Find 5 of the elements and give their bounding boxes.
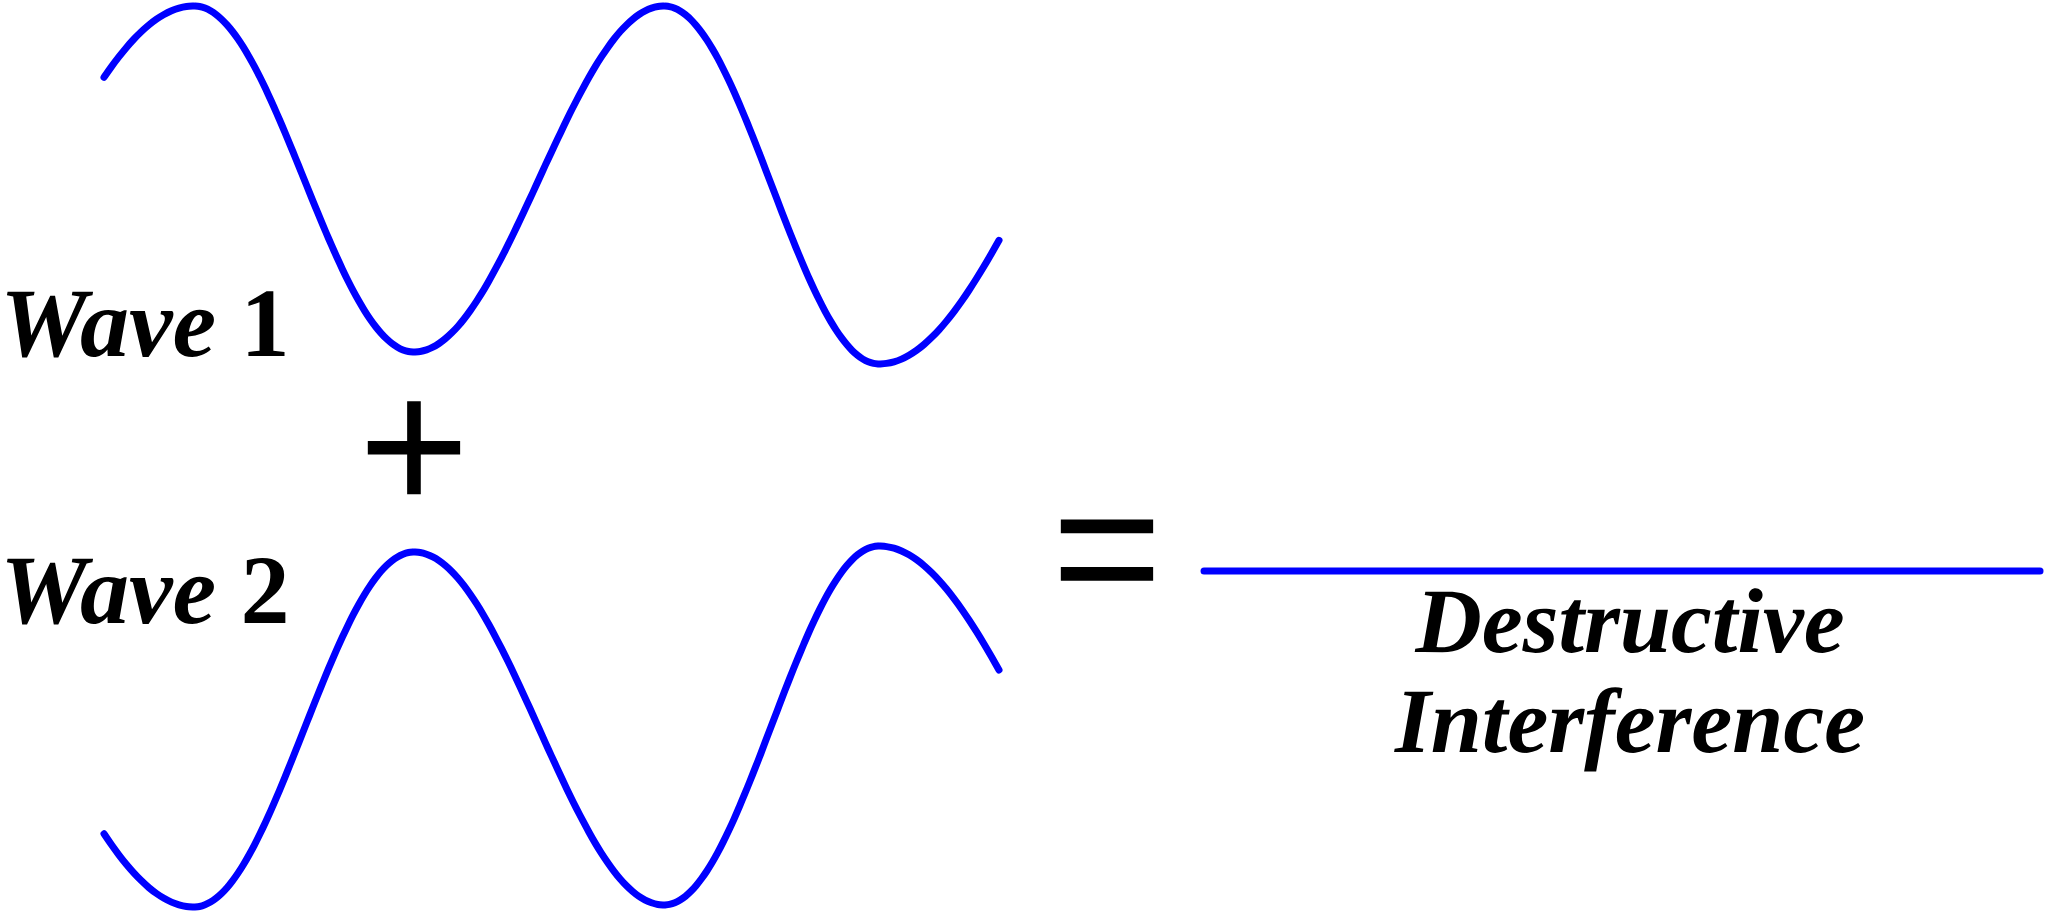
plus-sign: + [367, 401, 461, 495]
wave-label: Wave 1 [6, 291, 285, 358]
wave-label: Wave 2 [6, 558, 286, 625]
result-label: Destructive Interference [1394, 588, 1864, 772]
equals-sign: = [1060, 519, 1154, 581]
